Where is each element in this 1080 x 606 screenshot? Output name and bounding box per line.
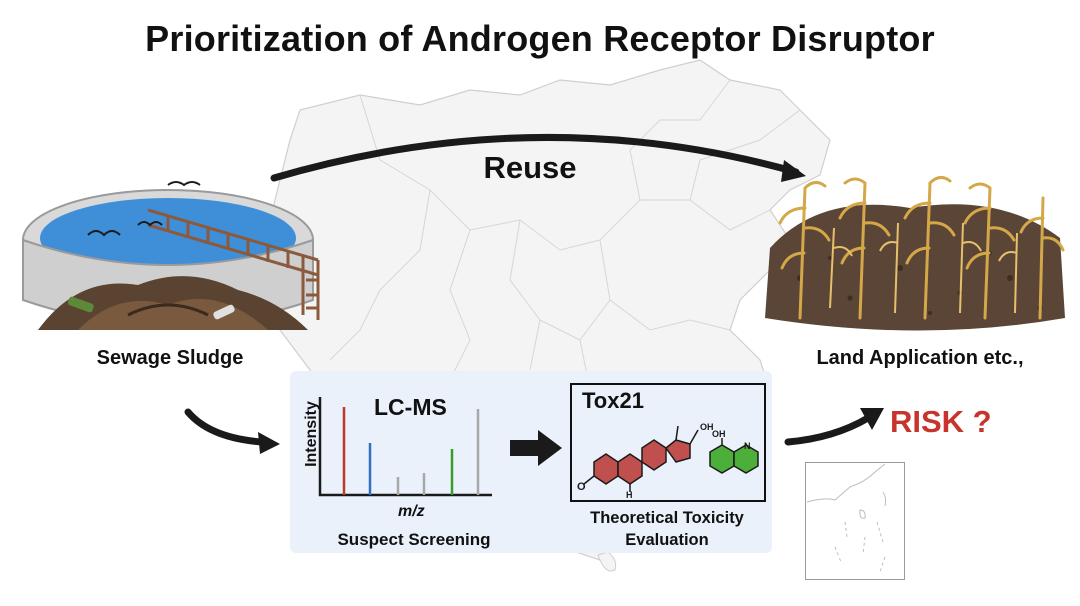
toxicity-to-risk-arrow <box>784 408 884 446</box>
reuse-arrow <box>270 134 806 182</box>
hydrogen-label: H <box>626 490 633 498</box>
sludge-to-screening-arrow <box>184 408 280 454</box>
tox21-box <box>570 383 766 502</box>
oxygen-label: O <box>577 481 586 493</box>
land-application-label: Land Application etc., <box>816 347 1024 369</box>
nitrogen-label: N <box>744 441 751 451</box>
theoretical-toxicity-line1: Theoretical Toxicity <box>590 509 744 527</box>
page-title: Prioritization of Androgen Receptor Disr… <box>145 18 935 59</box>
risk-label: RISK ? <box>890 404 992 439</box>
chemical-structures: O H OH OH N <box>577 422 759 498</box>
land-application-illustration <box>765 176 1065 331</box>
south-china-sea-inset-map <box>805 462 905 580</box>
quinoline-oh-label: OH <box>712 429 726 439</box>
mass-spectrum-chart <box>318 397 492 497</box>
steroid-oh-label: OH <box>700 422 714 432</box>
reuse-label: Reuse <box>483 150 577 185</box>
lcms-label: LC-MS <box>374 394 447 420</box>
intensity-axis-label: Intensity <box>303 401 320 467</box>
tox21-label: Tox21 <box>582 388 644 413</box>
sewage-sludge-label: Sewage Sludge <box>96 347 244 369</box>
sewage-sludge-tank-illustration <box>22 181 320 330</box>
mz-axis-label: m/z <box>398 503 425 520</box>
theoretical-toxicity-line2: Evaluation <box>625 531 709 549</box>
suspect-screening-label: Suspect Screening <box>337 530 491 549</box>
theoretical-toxicity-label: Theoretical Toxicity Evaluation <box>562 507 772 551</box>
steroid-structure <box>593 439 691 485</box>
screening-to-toxicity-arrow <box>510 430 562 466</box>
quinoline-structure <box>709 444 759 474</box>
